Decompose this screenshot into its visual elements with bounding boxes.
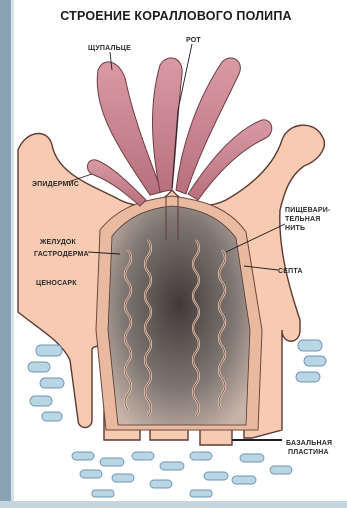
diagram-title: СТРОЕНИЕ КОРАЛЛОВОГО ПОЛИПА <box>60 9 292 23</box>
label-digestive-2: ТЕЛЬНАЯ <box>285 216 320 223</box>
label-digestive-1: ПИЩЕВАРИ- <box>285 207 331 214</box>
label-gastroderm: ГАСТРОДЕРМА <box>34 251 89 258</box>
label-mouth: РОТ <box>186 37 201 44</box>
label-tentacle: ЩУПАЛЬЦЕ <box>88 45 131 52</box>
label-basal-1: БАЗАЛЬНАЯ <box>286 440 332 447</box>
tentacle-2 <box>153 58 183 192</box>
label-basal-2: ПЛАСТИНА <box>288 449 329 456</box>
label-stomach: ЖЕЛУДОК <box>39 239 77 246</box>
coenosarc-cells-right <box>296 340 326 382</box>
label-septa: СЕПТА <box>278 268 303 275</box>
coenosarc-cells-left <box>28 345 64 421</box>
tentacles <box>87 58 271 206</box>
label-coenosarc: ЦЕНОСАРК <box>36 280 77 287</box>
skeleton-cells-bottom <box>72 452 292 497</box>
label-epidermis: ЭПИДЕРМИС <box>32 181 79 188</box>
label-digestive-3: НИТЬ <box>285 225 305 232</box>
